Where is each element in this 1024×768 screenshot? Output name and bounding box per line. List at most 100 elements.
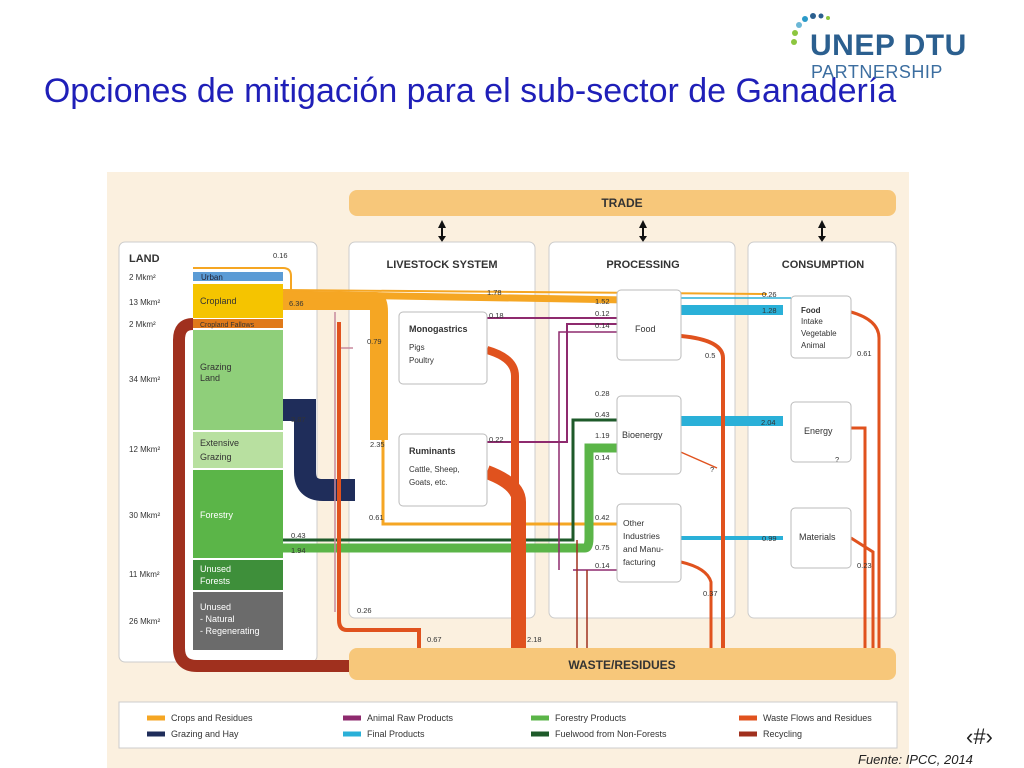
flow-cropland-food [282,290,628,304]
area-extensive: 12 Mkm² [129,445,160,454]
forestry-label: Forestry [200,510,234,520]
flow-cropland-trade [282,289,768,295]
flow-fuelwood [283,418,617,542]
grazing-label-2: Land [200,373,220,383]
slide-title: Opciones de mitigación para el sub-secto… [43,72,897,110]
unused-label-2: - Natural [200,614,235,624]
value-label: 0.26 [357,606,372,615]
value-label: 0.18 [489,311,504,320]
monogastrics-label: Monogastrics [409,324,468,334]
waste-residues-label: WASTE/RESIDUES [568,658,675,672]
legend-crops: Crops and Residues [171,713,253,723]
slide-number: ‹#› [966,724,993,749]
legend: Crops and Residues Grazing and Hay Anima… [147,713,872,739]
ruminants-line2: Goats, etc. [409,478,448,487]
food-consumption-line3: Vegetable [801,329,837,338]
fallows-box [193,319,283,328]
trade-label: TRADE [601,196,642,210]
unused-box [193,592,283,650]
bioenergy-label: Bioenergy [622,430,663,440]
cropland-box [193,284,283,318]
legend-animal: Animal Raw Products [367,713,454,723]
area-unused: 26 Mkm² [129,617,160,626]
unused-label-1: Unused [200,602,231,612]
other-industries-line2: Industries [623,531,660,541]
value-label: 0.43 [291,531,306,540]
waste-residues-bar [349,648,896,680]
legend-final: Final Products [367,729,425,739]
grazing-box [193,330,283,430]
area-unused-forests: 11 Mkm² [129,570,160,579]
legend-waste: Waste Flows and Residues [763,713,872,723]
legend-forestry: Forestry Products [555,713,627,723]
area-grazing: 34 Mkm² [129,375,160,384]
value-label: 0.79 [367,337,382,346]
energy-label: Energy [804,426,833,436]
flow-urban-trade [193,267,292,290]
land-use-flow-diagram: TRADE LAND LIVESTOCK SYSTEM PROCESSING C… [107,172,909,768]
unused-label-3: - Regenerating [200,626,260,636]
grazing-label: Grazing [200,362,232,372]
value-label: 0.14 [595,321,610,330]
value-label: 1.52 [595,297,610,306]
value-label: ? [835,455,839,464]
source-citation: Fuente: IPCC, 2014 [858,752,973,767]
urban-label: Urban [201,273,223,282]
materials-label: Materials [799,532,836,542]
area-forestry: 30 Mkm² [129,511,160,520]
value-label: 0.14 [595,453,610,462]
flow-waste-mono [485,346,519,648]
monogastrics-pigs: Pigs [409,343,425,352]
value-label: 0.16 [273,251,288,260]
flow-waste-other [680,560,713,648]
flow-forestry-main [283,443,617,553]
area-cropland: 13 Mkm² [129,298,160,307]
value-label: 0.37 [703,589,718,598]
value-label: 0.23 [857,561,872,570]
food-consumption-line1: Food [801,306,821,315]
livestock-heading: LIVESTOCK SYSTEM [386,259,497,271]
value-label: 0.42 [595,513,610,522]
food-processing-label: Food [635,324,656,334]
trade-arrow-icon [438,220,826,242]
value-label: 2.18 [527,635,542,644]
trade-bar [349,190,896,216]
food-consumption-line2: Intake [801,317,823,326]
unused-forests-label: Unused [200,564,231,574]
flow-cropland-main [283,292,388,440]
flow-animal-raw-4 [558,331,617,571]
energy-box [790,401,852,463]
flow-recycling [173,318,349,672]
value-label: 0.12 [595,309,610,318]
value-label: 1.28 [762,306,777,315]
legend-fuelwood: Fuelwood from Non-Forests [555,729,667,739]
value-label: 0.99 [762,534,777,543]
value-label: 0.28 [595,389,610,398]
value-label: 3.87 [291,415,306,424]
food-processing-box [616,289,682,361]
value-label: 2.04 [761,418,776,427]
unused-forests-label-2: Forests [200,576,231,586]
ruminants-line1: Cattle, Sheep, [409,465,460,474]
flow-grazing-ruminants [283,399,355,501]
legend-grazing: Grazing and Hay [171,729,239,739]
area-fallows: 2 Mkm² [129,320,156,329]
other-industries-line4: facturing [623,557,656,567]
value-label: 0.61 [857,349,872,358]
value-label: 1.94 [291,546,306,555]
value-label: 0.43 [595,410,610,419]
land-heading: LAND [129,253,160,265]
ruminants-label: Ruminants [409,446,456,456]
flow-waste-food [680,334,725,648]
legend-recycling: Recycling [763,729,802,739]
logo-text-partnership: PARTNERSHIP [811,62,943,82]
extensive-label-2: Grazing [200,452,232,462]
value-label: ? [710,465,714,474]
value-label: 0.14 [595,561,610,570]
value-label: 0.67 [427,635,442,644]
other-industries-line1: Other [623,518,644,528]
value-label: 1.78 [487,288,502,297]
flow-waste-rum [484,465,526,648]
legend-box [118,701,898,749]
monogastrics-box [398,311,488,385]
